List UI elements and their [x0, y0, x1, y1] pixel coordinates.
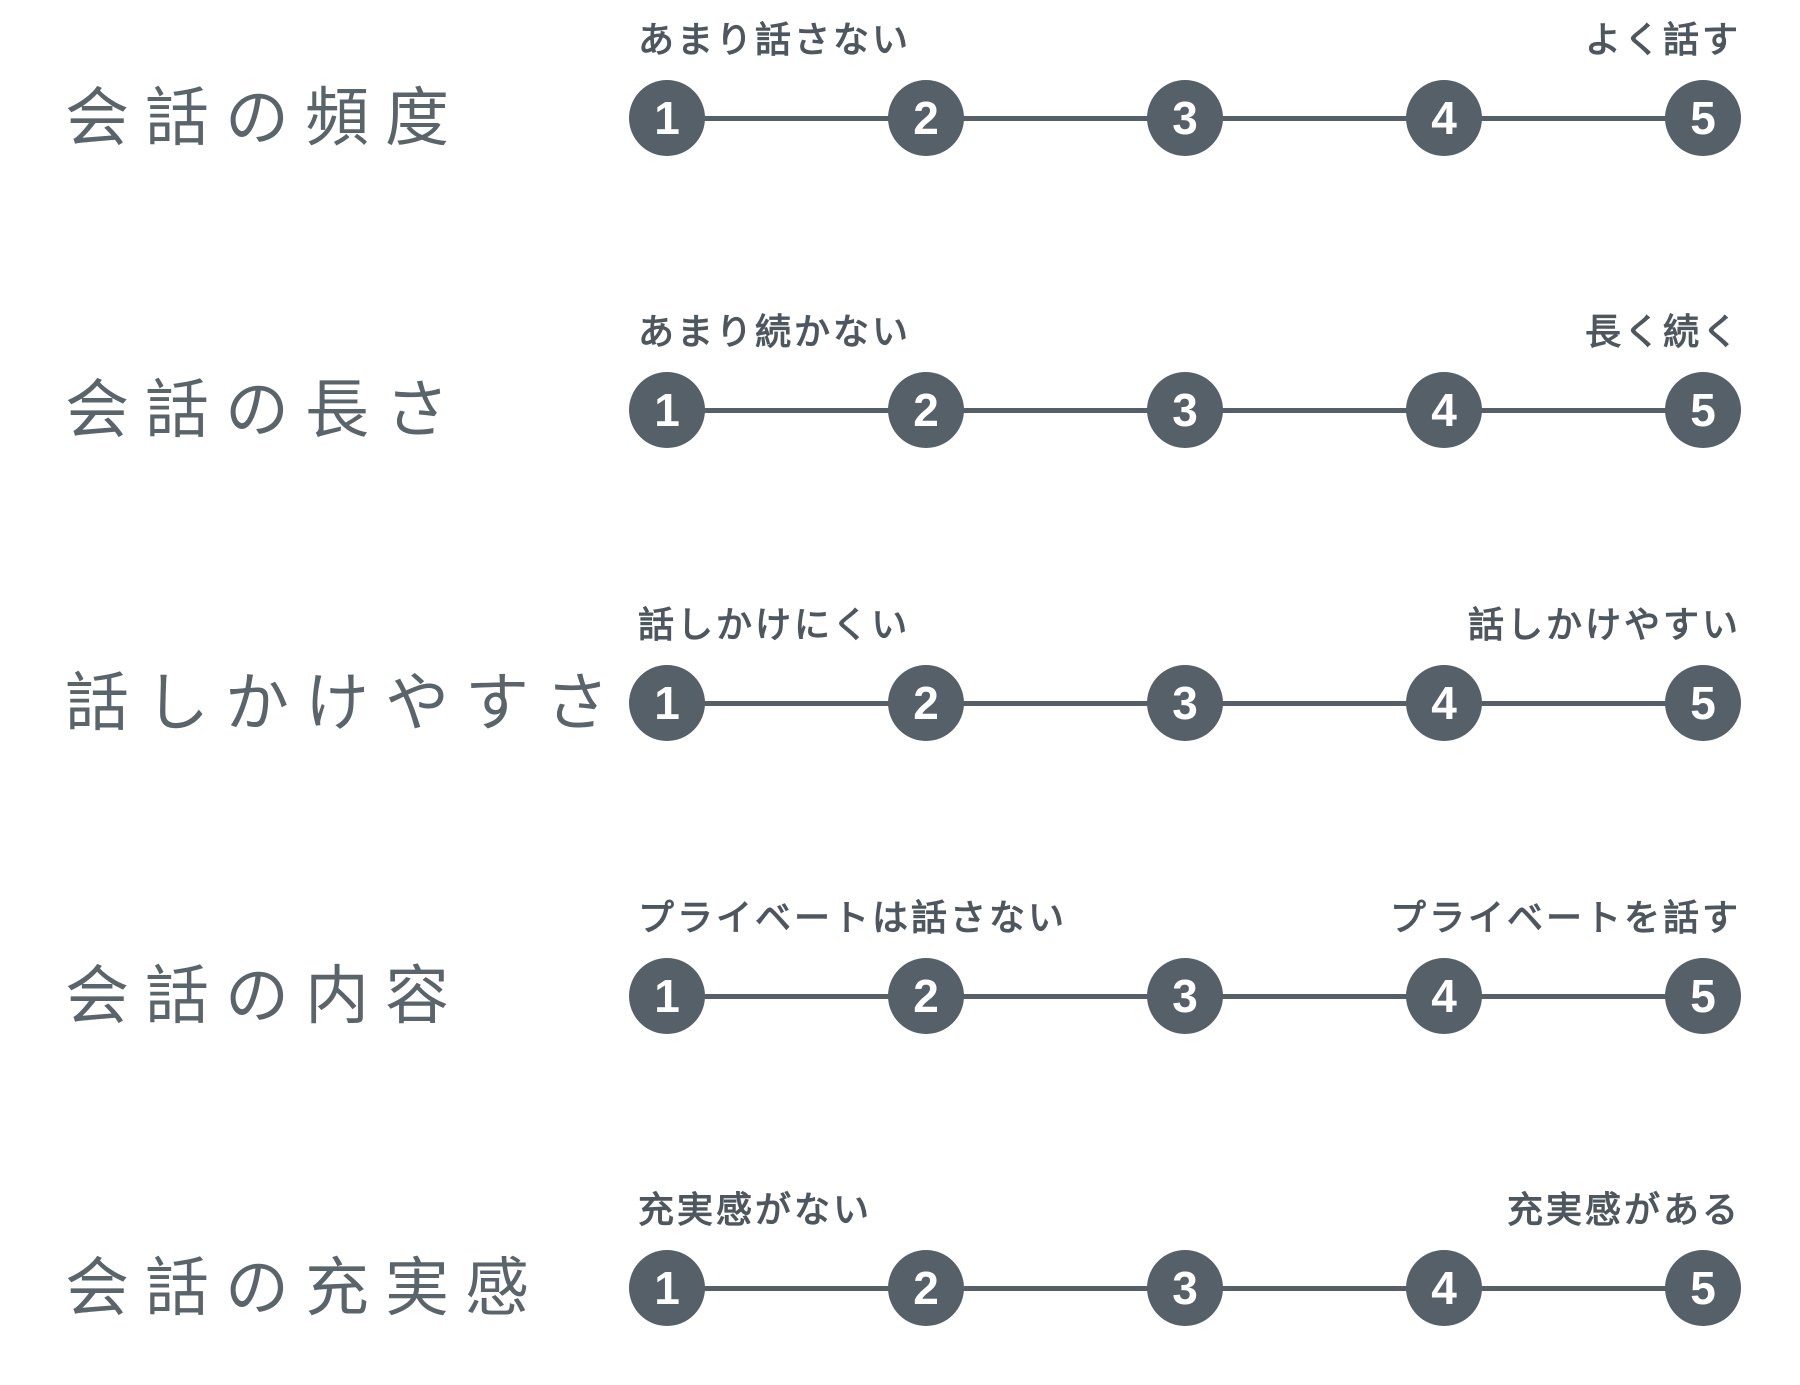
likert-row-conversation-frequency: 会話の頻度 あまり話さない よく話す 1 2 3 4 5	[0, 19, 1800, 156]
scale-point-1[interactable]: 1	[629, 80, 705, 156]
scale-point-1[interactable]: 1	[629, 665, 705, 741]
scale-point-4[interactable]: 4	[1406, 1250, 1482, 1326]
scale-point-number: 2	[913, 92, 939, 144]
scale-max-label: 充実感がある	[1506, 1188, 1741, 1230]
scale-points: 1 2 3 4 5	[629, 958, 1741, 1034]
scale-point-2[interactable]: 2	[888, 80, 964, 156]
scale-point-number: 4	[1431, 1262, 1457, 1314]
scale-point-4[interactable]: 4	[1406, 958, 1482, 1034]
scale-point-5[interactable]: 5	[1665, 372, 1741, 448]
scale-min-label: 充実感がない	[638, 1188, 873, 1230]
likert-scale: あまり続かない 長く続く 1 2 3 4 5	[629, 311, 1741, 448]
scale-points: 1 2 3 4 5	[629, 80, 1741, 156]
scale-point-2[interactable]: 2	[888, 958, 964, 1034]
scale-point-4[interactable]: 4	[1406, 80, 1482, 156]
scale-point-number: 1	[654, 92, 680, 144]
scale-point-3[interactable]: 3	[1147, 80, 1223, 156]
scale-point-number: 5	[1690, 92, 1716, 144]
scale-max-label: プライベートを話す	[1389, 896, 1741, 938]
scale-min-label: あまり続かない	[638, 310, 912, 352]
row-label: 会話の内容	[65, 960, 465, 1032]
scale-point-number: 5	[1690, 677, 1716, 729]
scale-point-number: 3	[1172, 677, 1198, 729]
scale-point-number: 3	[1172, 384, 1198, 436]
scale-point-2[interactable]: 2	[888, 1250, 964, 1326]
scale-point-5[interactable]: 5	[1665, 958, 1741, 1034]
scale-point-4[interactable]: 4	[1406, 372, 1482, 448]
scale-point-number: 1	[654, 1262, 680, 1314]
scale-point-5[interactable]: 5	[1665, 1250, 1741, 1326]
scale-point-number: 2	[913, 677, 939, 729]
likert-scale: あまり話さない よく話す 1 2 3 4 5	[629, 19, 1741, 156]
scale-point-number: 5	[1690, 970, 1716, 1022]
scale-point-number: 4	[1431, 92, 1457, 144]
scale-min-label: あまり話さない	[638, 18, 912, 60]
scale-points: 1 2 3 4 5	[629, 372, 1741, 448]
likert-scale: 充実感がない 充実感がある 1 2 3 4 5	[629, 1189, 1741, 1326]
scale-point-number: 5	[1690, 384, 1716, 436]
scale-point-number: 3	[1172, 970, 1198, 1022]
scale-points: 1 2 3 4 5	[629, 665, 1741, 741]
scale-point-3[interactable]: 3	[1147, 665, 1223, 741]
scale-point-number: 1	[654, 384, 680, 436]
likert-scale: プライベートは話さない プライベートを話す 1 2 3 4 5	[629, 897, 1741, 1034]
scale-point-number: 3	[1172, 92, 1198, 144]
scale-min-label: プライベートは話さない	[638, 896, 1068, 938]
scale-point-number: 1	[654, 677, 680, 729]
scale-point-5[interactable]: 5	[1665, 665, 1741, 741]
scale-point-number: 4	[1431, 970, 1457, 1022]
likert-row-conversation-fulfillment: 会話の充実感 充実感がない 充実感がある 1 2 3 4 5	[0, 1189, 1800, 1326]
scale-max-label: よく話す	[1584, 18, 1741, 60]
scale-point-5[interactable]: 5	[1665, 80, 1741, 156]
likert-row-conversation-length: 会話の長さ あまり続かない 長く続く 1 2 3 4 5	[0, 311, 1800, 448]
scale-point-1[interactable]: 1	[629, 1250, 705, 1326]
scale-max-label: 長く続く	[1584, 310, 1741, 352]
scale-point-4[interactable]: 4	[1406, 665, 1482, 741]
scale-point-number: 5	[1690, 1262, 1716, 1314]
row-label: 会話の充実感	[65, 1252, 545, 1324]
scale-min-label: 話しかけにくい	[638, 603, 911, 645]
likert-row-approachability: 話しかけやすさ 話しかけにくい 話しかけやすい 1 2 3 4 5	[0, 604, 1800, 741]
scale-points: 1 2 3 4 5	[629, 1250, 1741, 1326]
scale-point-1[interactable]: 1	[629, 372, 705, 448]
row-label: 会話の長さ	[65, 374, 465, 446]
scale-point-2[interactable]: 2	[888, 665, 964, 741]
scale-point-number: 2	[913, 970, 939, 1022]
scale-max-label: 話しかけやすい	[1467, 603, 1741, 645]
scale-point-3[interactable]: 3	[1147, 372, 1223, 448]
likert-row-conversation-content: 会話の内容 プライベートは話さない プライベートを話す 1 2 3 4 5	[0, 897, 1800, 1034]
scale-point-2[interactable]: 2	[888, 372, 964, 448]
scale-point-1[interactable]: 1	[629, 958, 705, 1034]
scale-point-number: 3	[1172, 1262, 1198, 1314]
likert-scale: 話しかけにくい 話しかけやすい 1 2 3 4 5	[629, 604, 1741, 741]
scale-point-3[interactable]: 3	[1147, 1250, 1223, 1326]
row-label: 話しかけやすさ	[65, 667, 625, 739]
scale-point-number: 2	[913, 1262, 939, 1314]
scale-point-number: 4	[1431, 677, 1457, 729]
row-label: 会話の頻度	[65, 82, 465, 154]
scale-point-3[interactable]: 3	[1147, 958, 1223, 1034]
scale-point-number: 4	[1431, 384, 1457, 436]
scale-point-number: 1	[654, 970, 680, 1022]
scale-point-number: 2	[913, 384, 939, 436]
